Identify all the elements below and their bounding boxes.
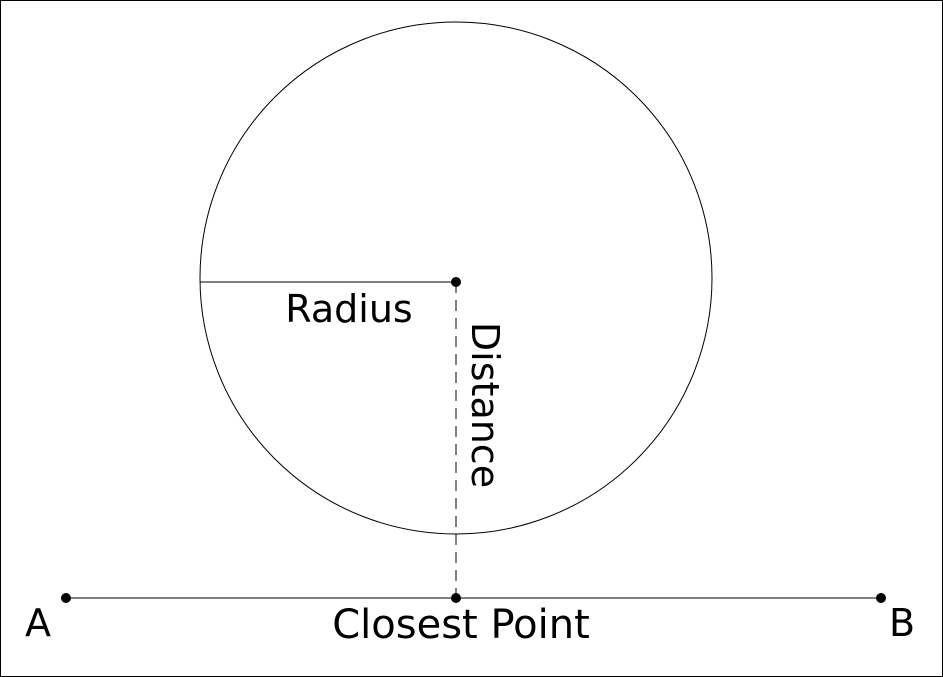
radius-label: Radius	[285, 287, 412, 331]
point-b-marker	[876, 593, 886, 603]
closest-point-label: Closest Point	[332, 602, 590, 648]
closest-point-marker	[451, 593, 461, 603]
point-b-label: B	[889, 601, 915, 645]
distance-label: Distance	[463, 322, 507, 488]
point-a-marker	[61, 593, 71, 603]
circle-center-point	[451, 277, 461, 287]
point-a-label: A	[25, 601, 51, 645]
